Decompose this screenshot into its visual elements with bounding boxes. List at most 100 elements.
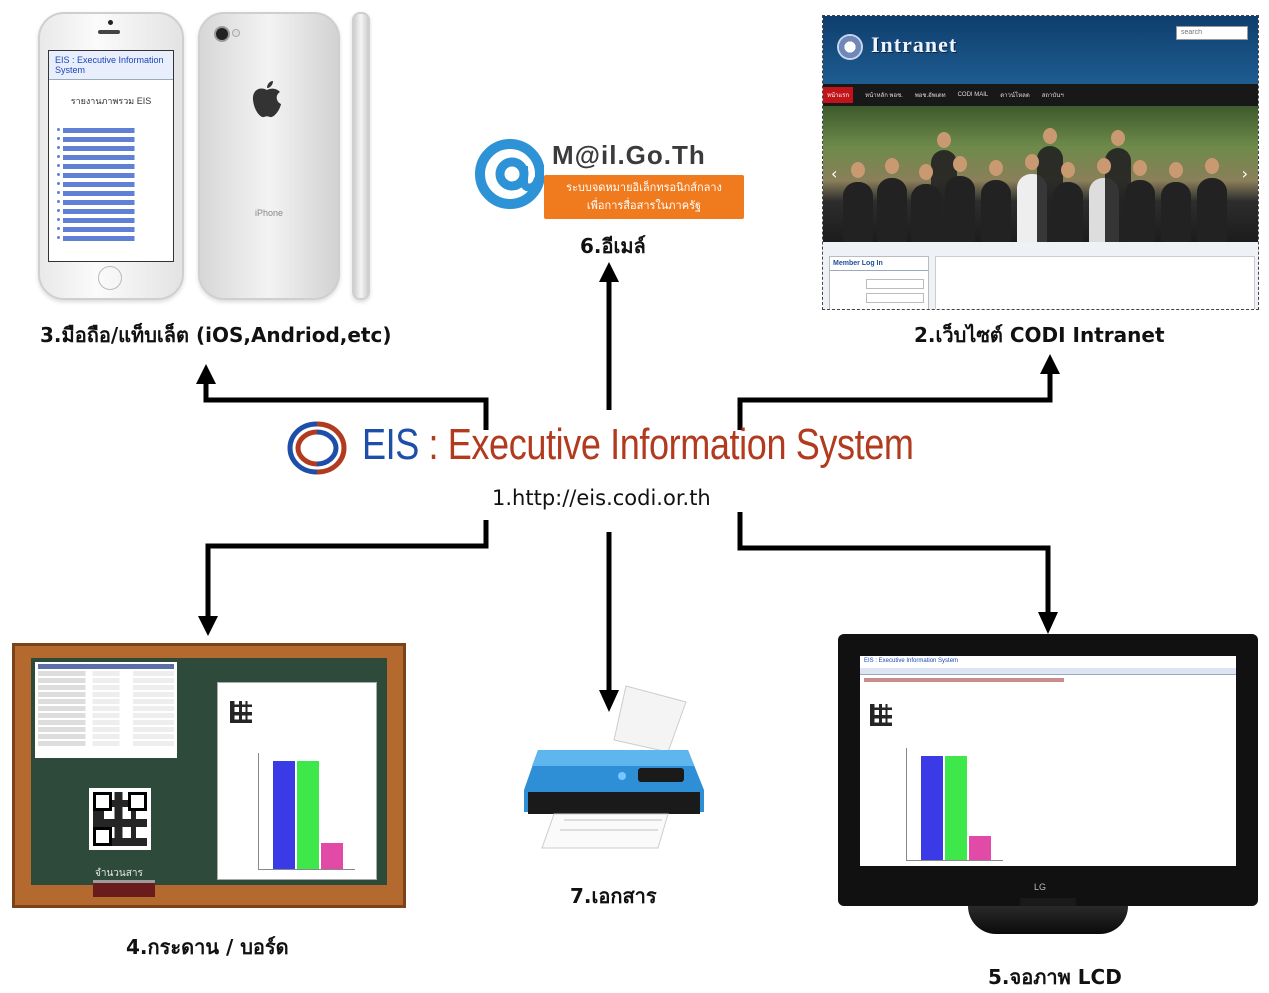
person-head	[851, 162, 865, 178]
arrow-to-board	[205, 520, 489, 618]
person-head	[989, 160, 1003, 176]
intranet-header: Intranet	[823, 16, 1258, 84]
chart-card	[217, 682, 377, 880]
home-button	[98, 266, 122, 290]
qr-code-icon	[226, 697, 256, 727]
mail-tagline-line1: ระบบจดหมายอิเล็กทรอนิกส์กลาง	[566, 181, 722, 194]
intranet-caption: 2.เว็บไซต์ CODI Intranet	[914, 323, 1165, 347]
bar-chart	[258, 753, 355, 870]
member-login-title: Member Log In	[830, 257, 928, 271]
person-head	[1169, 162, 1183, 178]
chart-bar	[321, 843, 343, 869]
group-photo: ‹ ›	[823, 106, 1258, 242]
apple-logo-icon	[252, 81, 281, 118]
phone-report-link[interactable]	[57, 182, 165, 187]
intranet-nav-item[interactable]: หน้าแรก	[823, 87, 854, 103]
person-head	[1097, 158, 1111, 174]
email-caption: 6.อีเมล์	[580, 234, 646, 258]
username-field[interactable]	[866, 279, 924, 289]
eraser	[93, 880, 155, 897]
eis-title: EIS : Executive Information System	[362, 420, 914, 470]
member-login-box: Member Log In	[829, 256, 929, 309]
board-caption: 4.กระดาน / บอร์ด	[126, 935, 289, 959]
phone-report-link[interactable]	[57, 236, 165, 241]
mail-brand: M@il.Go.Th	[552, 140, 706, 170]
phone-report-link[interactable]	[57, 146, 165, 151]
person-silhouette	[1197, 178, 1227, 242]
qr-code-icon	[89, 788, 151, 850]
tv-stand	[968, 906, 1128, 934]
eis-url[interactable]: 1.http://eis.codi.or.th	[492, 486, 711, 510]
phone-brand-text: iPhone	[254, 208, 284, 218]
person-head	[953, 156, 967, 172]
at-sign-icon	[475, 139, 544, 209]
intranet-lower-section: Member Log In	[823, 242, 1258, 309]
phone-report-link[interactable]	[57, 137, 165, 142]
phone-screen-title: รายงานภาพรวม EIS	[70, 96, 152, 106]
intranet-nav-item[interactable]: CODI MAIL	[957, 92, 989, 98]
phone-screen-header: EIS : Executive Information System	[49, 51, 173, 80]
blackboard-surface: จำนวนสาร	[31, 658, 387, 885]
intranet-nav-item[interactable]: สถาบันฯ	[1041, 93, 1064, 99]
camera-icon	[214, 26, 230, 42]
lcd-screen-header: EIS : Executive Information System	[864, 658, 959, 664]
phone-report-link[interactable]	[57, 218, 165, 223]
mobile-caption: 3.มือถือ/แท็บเล็ต (iOS,Andriod,etc)	[40, 323, 392, 347]
mail-tagline-line2: เพื่อการสื่อสารในภาครัฐ	[586, 199, 702, 212]
phone-report-link[interactable]	[57, 128, 165, 133]
lg-logo: LG	[1034, 882, 1047, 892]
intranet-nav-item[interactable]: พอช.อัพเดท	[914, 93, 946, 99]
phone-report-link[interactable]	[57, 191, 165, 196]
chart-bar	[297, 761, 319, 869]
person-silhouette	[1037, 146, 1063, 242]
phone-report-link[interactable]	[57, 164, 165, 169]
person-head	[1061, 162, 1075, 178]
intranet-nav-item[interactable]: หน้าหลัก พอช.	[865, 93, 903, 99]
intranet-website: Intranet หน้าแรก หน้าหลัก พอช. พอช.อัพเด…	[822, 15, 1259, 310]
person-head	[1043, 128, 1057, 144]
phone-report-link[interactable]	[57, 200, 165, 205]
chart-bar	[969, 836, 991, 860]
printer-icon	[524, 685, 704, 849]
chart-bar	[945, 756, 967, 860]
qr-code-icon	[866, 700, 896, 730]
person-head	[1205, 158, 1219, 174]
phone-back: iPhone	[198, 12, 340, 300]
person-head	[1111, 130, 1125, 146]
person-silhouette	[981, 180, 1011, 242]
phone-report-link[interactable]	[57, 173, 165, 178]
person-silhouette	[843, 182, 873, 242]
phone-side	[352, 12, 370, 300]
lcd-caption: 5.จอภาพ LCD	[988, 965, 1122, 989]
intranet-nav: หน้าแรก หน้าหลัก พอช. พอช.อัพเดท CODI MA…	[823, 84, 1258, 106]
person-silhouette	[1161, 182, 1191, 242]
password-field[interactable]	[866, 293, 924, 303]
eis-title-acronym: EIS	[362, 420, 419, 469]
person-head	[919, 164, 933, 180]
codi-logo-icon	[837, 34, 863, 60]
slider-next-icon[interactable]: ›	[1241, 164, 1248, 183]
person-head	[885, 158, 899, 174]
report-table-card	[35, 662, 177, 758]
blackboard: จำนวนสาร	[12, 643, 406, 908]
lcd-screen: EIS : Executive Information System	[860, 656, 1236, 866]
lcd-tab-bar	[860, 668, 1236, 675]
person-silhouette	[931, 150, 957, 242]
phone-screen: EIS : Executive Information System รายงา…	[48, 50, 174, 262]
intranet-search-input[interactable]	[1176, 26, 1248, 40]
slider-prev-icon[interactable]: ‹	[831, 164, 838, 183]
person-head	[937, 132, 951, 148]
phone-report-link[interactable]	[57, 155, 165, 160]
intranet-nav-item[interactable]: ดาวน์โหลด	[1000, 93, 1030, 99]
phone-speaker	[98, 30, 120, 34]
phone-report-section	[55, 118, 167, 124]
arrow-to-lcd	[737, 512, 1051, 614]
lcd-bar-chart	[906, 748, 1003, 861]
phone-report-link[interactable]	[57, 209, 165, 214]
lcd-subtitle-bar	[864, 678, 1064, 682]
eis-logo-icon	[287, 421, 347, 475]
phone-report-link[interactable]	[57, 227, 165, 232]
arrow-to-intranet	[737, 370, 1053, 430]
person-head	[1025, 154, 1039, 170]
